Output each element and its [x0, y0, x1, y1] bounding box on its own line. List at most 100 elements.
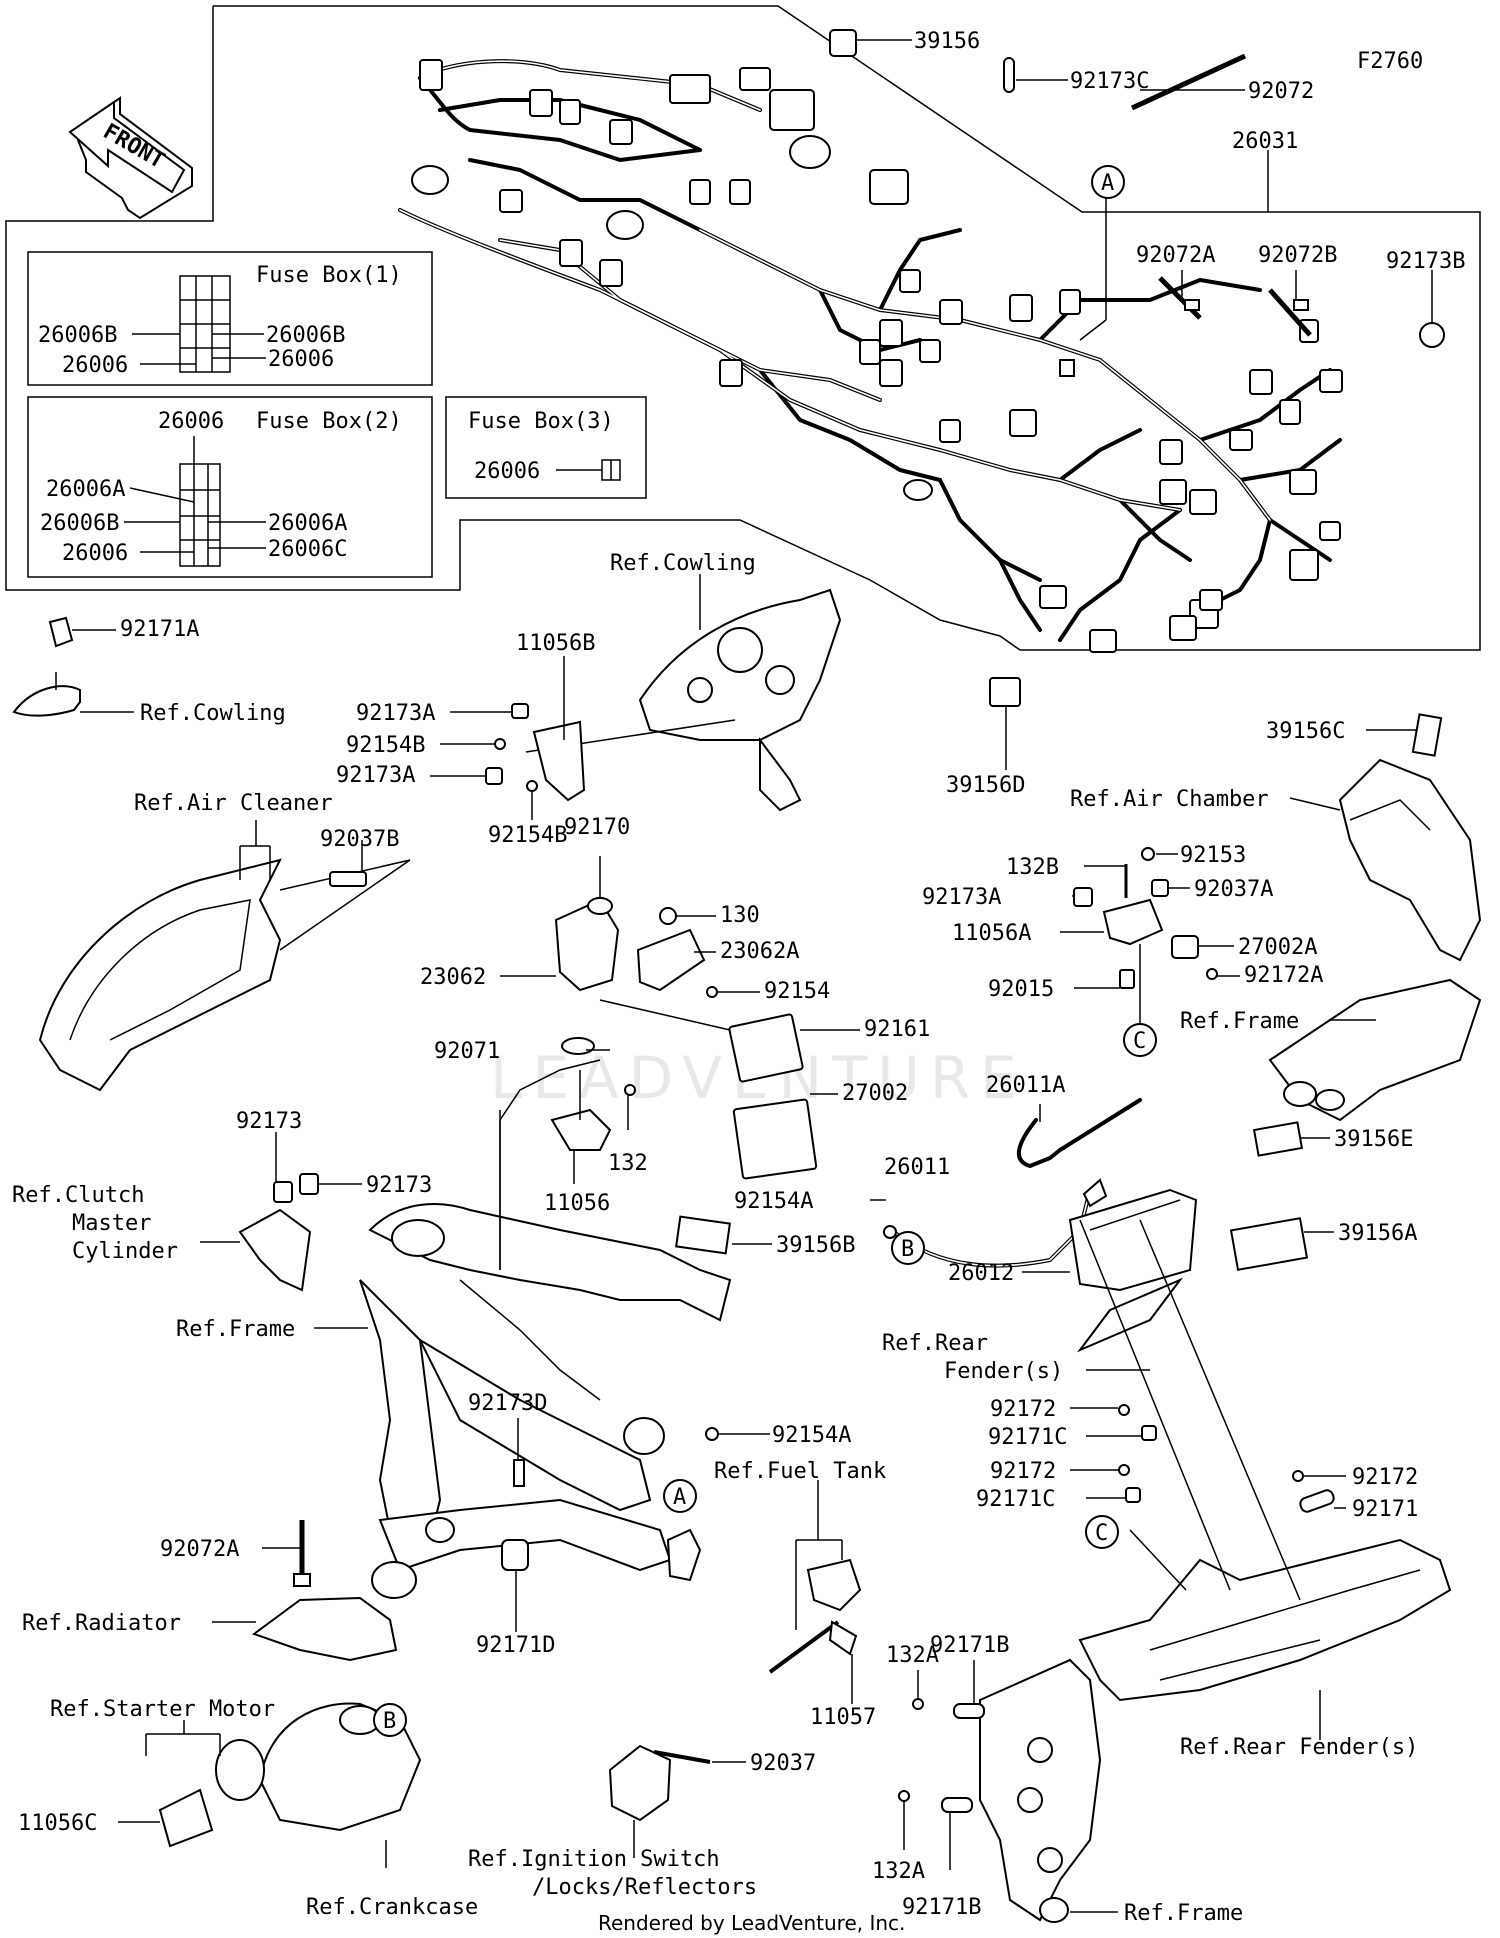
footer-credit: Rendered by LeadVenture, Inc. — [598, 1911, 905, 1935]
part-92171B-2: 92171B — [902, 1895, 981, 1920]
svg-text:A: A — [1101, 171, 1114, 196]
part-132: 132 — [608, 1151, 648, 1176]
ecu-bracket-23062 — [500, 856, 860, 1184]
label-39156B — [675, 1215, 731, 1255]
part-92154: 92154 — [764, 979, 830, 1004]
part-92171B-1: 92171B — [930, 1633, 1009, 1658]
ref-clutch-3: Cylinder — [72, 1239, 178, 1264]
fuse-b2-right3: 26006C — [268, 537, 347, 562]
ref-clutch-1: Ref.Clutch — [12, 1183, 144, 1208]
main-wiring-harness — [398, 59, 1343, 653]
leader-lines-top — [856, 39, 1269, 341]
fuse-b2-left3: 26006 — [62, 541, 128, 566]
part-92154B-1: 92154B — [346, 733, 425, 758]
air-chamber — [1289, 713, 1482, 962]
ref-rear-fender-bottom: Ref.Rear Fender(s) — [1180, 1735, 1418, 1760]
fuse-b1-right2: 26006 — [268, 347, 334, 372]
fuse-b1-left2: 26006 — [62, 353, 128, 378]
part-39156D: 39156D — [946, 773, 1025, 798]
callout-c-right: C — [1123, 1023, 1157, 1057]
part-92172-3: 92172 — [1352, 1465, 1418, 1490]
part-92037B: 92037B — [320, 827, 399, 852]
cable-ties-group — [1158, 270, 1445, 348]
part-26011: 26011 — [884, 1155, 950, 1180]
svg-text:C: C — [1095, 1521, 1108, 1546]
part-92161: 92161 — [864, 1017, 930, 1042]
part-11056A: 11056A — [952, 921, 1031, 946]
frame-right — [1252, 978, 1482, 1157]
part-92171D: 92171D — [476, 1633, 555, 1658]
ref-rear-fender-1: Ref.Rear — [882, 1331, 988, 1356]
fuse-box-2: 26006 Fuse Box(2) 26006A 26006B 26006A 2… — [27, 396, 433, 578]
part-92171: 92171 — [1352, 1497, 1418, 1522]
part-92153: 92153 — [1180, 843, 1246, 868]
ref-starter-motor: Ref.Starter Motor — [50, 1697, 275, 1722]
ref-air-chamber: Ref.Air Chamber — [1070, 787, 1269, 812]
bolt-92154A-frame — [705, 1427, 719, 1441]
part-92173C: 92173C — [1070, 69, 1149, 94]
bracket-11056B — [430, 656, 586, 820]
part-92072B: 92072B — [1258, 243, 1337, 268]
part-11057: 11057 — [810, 1705, 876, 1730]
part-132A-1: 132A — [886, 1643, 939, 1668]
part-92172-1: 92172 — [990, 1397, 1056, 1422]
part-39156E: 39156E — [1334, 1127, 1413, 1152]
part-39156A: 39156A — [1338, 1221, 1417, 1246]
frame-bottom-right — [898, 1658, 1118, 1923]
part-26031: 26031 — [1232, 129, 1298, 154]
part-92072: 92072 — [1248, 79, 1314, 104]
callout-a-frame: A — [663, 1479, 697, 1513]
part-27002A: 27002A — [1238, 935, 1317, 960]
part-92170: 92170 — [564, 815, 630, 840]
main-frame — [359, 1059, 732, 1599]
callout-c-fender: C — [1085, 1515, 1119, 1549]
part-92154B-2: 92154B — [488, 823, 567, 848]
ref-frame-bottom: Ref.Frame — [1124, 1901, 1243, 1926]
part-11056: 11056 — [544, 1191, 610, 1216]
part-92154A-2: 92154A — [772, 1423, 851, 1448]
diagram-code: F2760 — [1357, 49, 1423, 74]
band-92173C — [1003, 57, 1015, 93]
label-39156D — [989, 677, 1021, 707]
part-92071: 92071 — [434, 1039, 500, 1064]
battery-cables — [870, 1098, 1334, 1353]
part-92171A: 92171A — [120, 617, 199, 642]
part-92037A: 92037A — [1194, 877, 1273, 902]
part-11056B: 11056B — [516, 631, 595, 656]
ref-clutch-2: Master — [72, 1211, 151, 1236]
ref-frame-main: Ref.Frame — [176, 1317, 295, 1342]
part-92173-1: 92173 — [236, 1109, 302, 1134]
bracket-11056A — [1060, 847, 1240, 1024]
ref-crankcase: Ref.Crankcase — [306, 1895, 478, 1920]
part-92173D: 92173D — [468, 1391, 547, 1416]
clip-92173D — [513, 1418, 525, 1487]
fuse-b2-top: 26006 — [158, 409, 224, 434]
clip-92171A — [12, 616, 134, 717]
rear-fender-bottom — [1078, 1219, 1452, 1740]
part-39156: 39156 — [914, 29, 980, 54]
ref-air-cleaner: Ref.Air Cleaner — [134, 791, 333, 816]
ref-cowling-top: Ref.Cowling — [610, 551, 756, 576]
part-92172-2: 92172 — [990, 1459, 1056, 1484]
fuse-box-1: Fuse Box(1) 26006B 26006B 26006 26006 — [27, 251, 433, 386]
part-26011A: 26011A — [986, 1073, 1065, 1098]
ref-rear-fender-2: Fender(s) — [944, 1359, 1063, 1384]
cowling-bracket — [525, 574, 842, 812]
part-92072A-bottom: 92072A — [160, 1537, 239, 1562]
ref-ignition-2: /Locks/Reflectors — [532, 1875, 757, 1900]
fuse-box-2-title: Fuse Box(2) — [256, 409, 402, 434]
front-arrow-icon: FRONT — [68, 96, 193, 220]
part-132B: 132B — [1006, 855, 1059, 880]
fuse-box-3-title: Fuse Box(3) — [468, 409, 614, 434]
part-92015: 92015 — [988, 977, 1054, 1002]
fuse-b3-label: 26006 — [474, 459, 540, 484]
ignition-switch — [608, 1744, 746, 1858]
part-92154A-1: 92154A — [734, 1189, 813, 1214]
svg-text:C: C — [1133, 1029, 1146, 1054]
part-92072A-top: 92072A — [1136, 243, 1215, 268]
fuse-b1-right1: 26006B — [266, 323, 345, 348]
part-92171C-1: 92171C — [988, 1425, 1067, 1450]
part-23062A: 23062A — [720, 939, 799, 964]
ref-frame-right: Ref.Frame — [1180, 1009, 1299, 1034]
